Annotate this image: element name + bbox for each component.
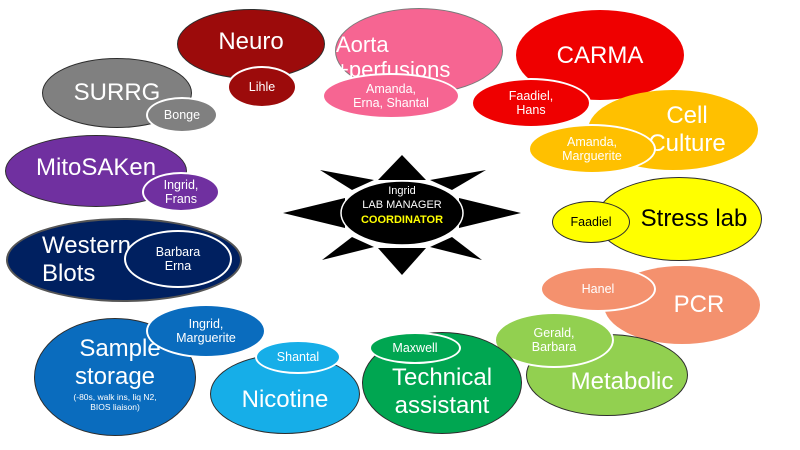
group-surrg-label: SURRG <box>73 79 161 107</box>
group-technical-assistant-members: Maxwell <box>369 332 461 364</box>
group-neuro-members: Lihle <box>227 66 297 108</box>
group-pcr-members: Hanel <box>540 266 656 312</box>
group-metabolic-members-line1: Gerald, <box>533 325 575 340</box>
group-neuro-label: Neuro <box>218 28 284 55</box>
group-sample-storage-note-line1: (-80s, walk ins, liq N2, <box>73 392 157 403</box>
group-sample-storage-members-line2: Marguerite <box>176 331 236 345</box>
group-western-blots-label-line2: Blots <box>42 260 96 287</box>
group-cell-culture-members-line1: Amanda, <box>566 134 618 149</box>
group-carma-label: CARMA <box>556 42 644 69</box>
group-western-blots-label-line1: Western <box>42 232 131 260</box>
sun-ray-ne <box>430 170 486 190</box>
lab-manager-title: COORDINATOR <box>360 213 444 226</box>
group-aorta-label-line1: Aorta <box>336 31 389 57</box>
lab-manager-role: LAB MANAGER <box>362 199 442 212</box>
sun-ray-se <box>430 237 482 260</box>
group-nicotine-members-text: Shantal <box>276 349 320 364</box>
sun-ray-n <box>378 155 426 180</box>
group-pcr-members-text: Hanel <box>581 281 615 296</box>
group-nicotine-members: Shantal <box>255 340 341 374</box>
sun-core <box>340 180 464 246</box>
group-pcr-label: PCR <box>673 291 725 319</box>
group-sample-storage-label-line1: Sample <box>79 335 161 362</box>
group-western-blots-members-line1: Barbara <box>155 244 201 259</box>
group-sample-storage-note-line2: BIOS liaison) <box>90 401 140 412</box>
group-surrg-members-text: Bonge <box>163 107 201 122</box>
group-mitosaken-label: MitoSAKen <box>36 154 157 181</box>
group-technical-assistant-label-line1: Technical <box>391 364 493 392</box>
group-carma-members-line1: Faadiel, <box>508 88 554 103</box>
group-neuro-members-text: Lihle <box>248 79 276 94</box>
group-mitosaken-members-line2: Frans <box>165 192 197 206</box>
lab-manager-label: Ingrid LAB MANAGER COORDINATOR <box>343 184 461 227</box>
group-western-blots-members: Barbara Erna <box>124 230 232 288</box>
sun-rays <box>283 155 521 275</box>
group-mitosaken-members-line1: Ingrid, <box>163 177 199 192</box>
lab-manager-name: Ingrid <box>388 185 416 197</box>
group-nicotine-label: Nicotine <box>241 386 329 414</box>
group-metabolic-members-line2: Barbara <box>531 340 577 354</box>
group-sample-storage-members: Ingrid, Marguerite <box>146 304 266 358</box>
group-aorta-members-line2: Erna, Shantal <box>353 96 429 110</box>
group-sample-storage-label-line2: storage <box>74 362 156 390</box>
group-sample-storage-members-line1: Ingrid, <box>188 316 224 331</box>
sun-ray-w <box>283 198 345 228</box>
sun-ray-nw <box>320 170 374 190</box>
group-technical-assistant: Technical assistant <box>362 332 522 434</box>
group-cell-culture-label-line1: Cell <box>666 102 708 130</box>
group-aorta-members-line1: Amanda, <box>365 81 417 96</box>
group-stress-lab-label: Stress lab <box>640 205 748 233</box>
group-carma-members: Faadiel, Hans <box>471 78 591 128</box>
group-surrg-members: Bonge <box>146 97 218 133</box>
group-stress-lab-members-text: Faadiel <box>570 214 612 229</box>
group-carma-members-line2: Hans <box>516 103 546 117</box>
group-western-blots-members-line2: Erna <box>164 259 192 273</box>
group-cell-culture-label-line2: Culture <box>648 130 726 157</box>
group-cell-culture-members: Amanda, Marguerite <box>528 124 656 174</box>
group-cell-culture-members-line2: Marguerite <box>562 149 622 163</box>
sun-ray-e <box>459 198 521 228</box>
group-technical-assistant-members-text: Maxwell <box>392 340 438 355</box>
group-metabolic-label: Metabolic <box>570 368 674 396</box>
group-mitosaken-members: Ingrid, Frans <box>142 172 220 212</box>
group-aorta-members: Amanda, Erna, Shantal <box>322 73 460 119</box>
sun-ray-sw <box>322 237 374 260</box>
sun-ray-s <box>378 248 426 275</box>
group-technical-assistant-label-line2: assistant <box>394 392 490 419</box>
group-stress-lab-members: Faadiel <box>552 201 630 243</box>
group-metabolic-members: Gerald, Barbara <box>494 312 614 368</box>
